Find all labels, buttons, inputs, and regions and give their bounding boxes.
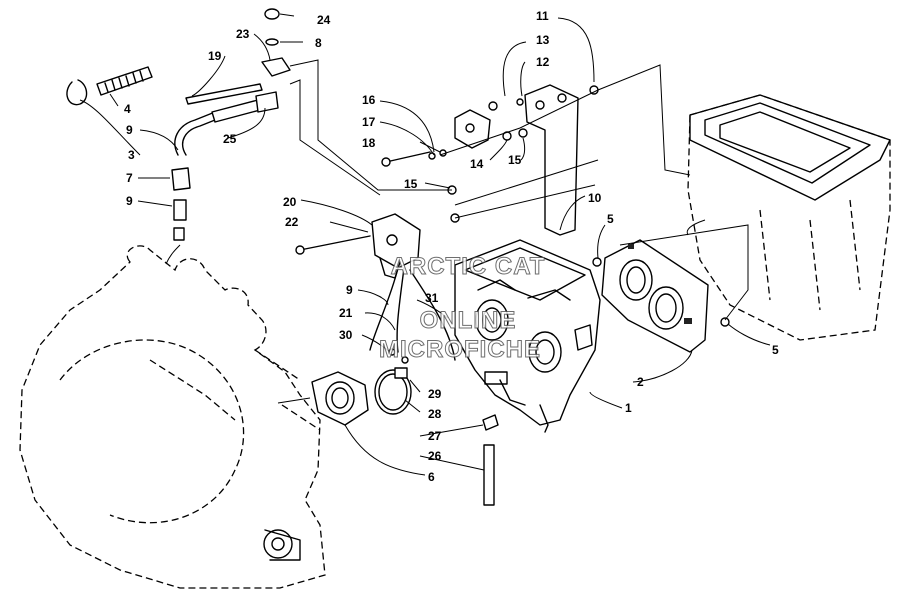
callout-21: 21 [339, 306, 353, 320]
callout-15a: 15 [508, 153, 522, 167]
callout-9b: 9 [126, 194, 133, 208]
callout-6: 6 [428, 470, 435, 484]
callout-8: 8 [315, 36, 322, 50]
carb-hoses [369, 267, 456, 361]
guide-lines [277, 59, 749, 404]
throttle-block [371, 213, 421, 279]
watermark: ARCTIC CAT ONLINE MICROFICHE [379, 253, 546, 364]
callout-labels: 11 13 12 23 24 8 19 4 9 25 3 7 9 16 17 1… [124, 9, 779, 484]
callout-16: 16 [362, 93, 376, 107]
drain-tube [482, 414, 499, 506]
callout-28: 28 [428, 407, 442, 421]
callout-1: 1 [625, 401, 632, 415]
fuel-line-parts [66, 66, 221, 241]
pump-bracket [454, 109, 491, 149]
callout-24: 24 [317, 13, 331, 27]
watermark-line-3: MICROFICHE [379, 336, 541, 363]
fuel-fitting-parts [185, 8, 291, 123]
carburetor-assembly [454, 239, 601, 433]
engine-outline [19, 245, 326, 589]
callout-12: 12 [536, 55, 550, 69]
watermark-line-2: ONLINE [420, 307, 517, 334]
hardware [295, 85, 730, 364]
callout-27: 27 [428, 429, 442, 443]
callout-13: 13 [536, 33, 550, 47]
watermark-line-1: ARCTIC CAT [391, 253, 546, 280]
callout-10: 10 [588, 191, 602, 205]
callout-9a: 9 [126, 123, 133, 137]
callout-19: 19 [208, 49, 222, 63]
callout-5a: 5 [607, 212, 614, 226]
callout-4: 4 [124, 102, 131, 116]
airbox-adaptor [601, 239, 709, 353]
callout-17: 17 [362, 115, 376, 129]
intake-clamp [374, 367, 412, 415]
air-silencer [687, 94, 891, 341]
callout-31: 31 [425, 291, 439, 305]
callout-25: 25 [223, 132, 237, 146]
callout-11: 11 [536, 9, 549, 23]
callout-26: 26 [428, 449, 442, 463]
callout-30: 30 [339, 328, 353, 342]
cable-bracket [524, 84, 579, 236]
callout-23: 23 [236, 27, 250, 41]
callout-18: 18 [362, 136, 376, 150]
callout-3: 3 [128, 148, 135, 162]
callout-leaders [79, 13, 771, 476]
callout-7: 7 [126, 171, 133, 185]
callout-22: 22 [285, 215, 299, 229]
callout-20: 20 [283, 195, 297, 209]
intake-flange [311, 371, 369, 426]
callout-15b: 15 [404, 177, 418, 191]
callout-2: 2 [637, 375, 644, 389]
callout-14: 14 [470, 157, 484, 171]
callout-29: 29 [428, 387, 442, 401]
callout-5b: 5 [772, 343, 779, 357]
callout-9c: 9 [346, 283, 353, 297]
